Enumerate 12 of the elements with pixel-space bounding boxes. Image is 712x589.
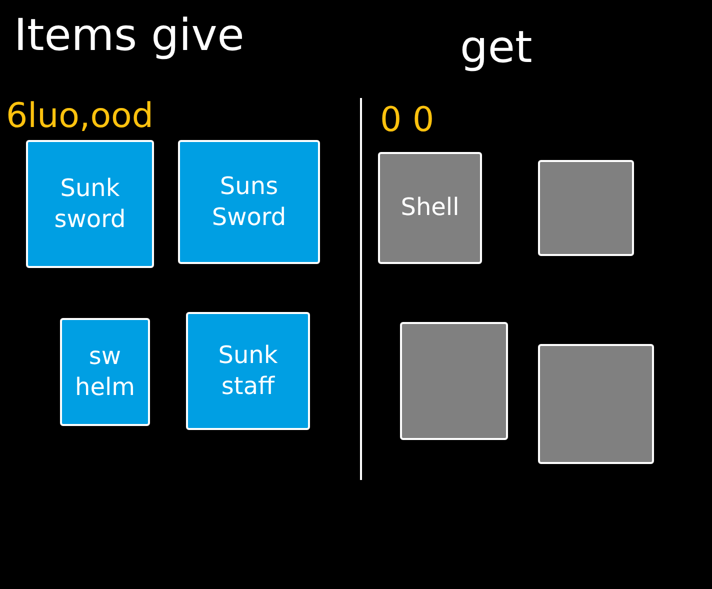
empty-item-slot	[538, 344, 654, 464]
item-slot: Shell	[378, 152, 482, 264]
price-text: 6luo,ood	[6, 96, 154, 136]
heading: get	[460, 22, 532, 73]
item-slot: Suns Sword	[178, 140, 320, 264]
heading: Items give	[14, 10, 244, 61]
price-text: 0 0	[380, 100, 434, 140]
item-slot: Sunk staff	[186, 312, 310, 430]
item-slot: sw helm	[60, 318, 150, 426]
empty-item-slot	[538, 160, 634, 256]
item-slot: Sunk sword	[26, 140, 154, 268]
empty-item-slot	[400, 322, 508, 440]
